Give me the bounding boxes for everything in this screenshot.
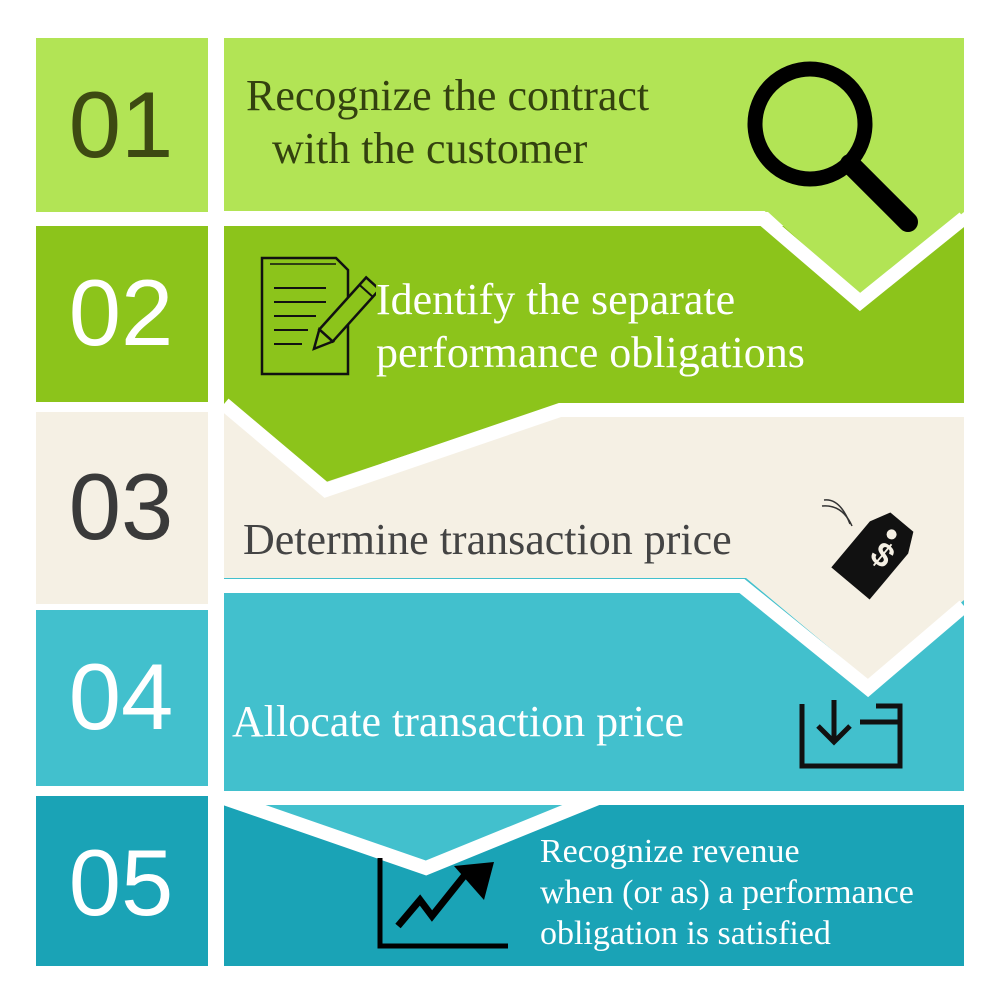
panel-band-3 — [224, 400, 964, 680]
step-2-line-1: Identify the separate — [376, 275, 736, 324]
number-band-1 — [36, 38, 208, 212]
panel-band-2-white-edge — [219, 398, 964, 498]
panel-band-1-white-edge — [224, 211, 969, 312]
step-text-2: Identify the separate performance obliga… — [376, 274, 805, 380]
step-text-4: Allocate transaction price — [232, 696, 684, 749]
step-1-line-1: Recognize the contract — [246, 71, 650, 120]
step-text-1: Recognize the contract with the customer — [246, 70, 649, 176]
magnifier-icon — [747, 61, 918, 232]
step-number-3: 03 — [68, 454, 174, 559]
panel-band-3-white-edge — [224, 579, 969, 698]
step-4-line-1: Allocate transaction price — [232, 697, 685, 746]
panel-band-1 — [224, 38, 964, 296]
growth-chart-icon — [377, 858, 508, 949]
step-5-line-3: obligation is satisfied — [540, 914, 831, 952]
step-5-line-2: when (or as) a performance — [540, 873, 914, 911]
number-band-2 — [36, 226, 208, 402]
step-text-3: Determine transaction price — [243, 514, 732, 567]
panel-band-2 — [224, 226, 964, 482]
number-band-5 — [36, 796, 208, 966]
download-tray-icon — [799, 700, 903, 769]
step-5-line-1: Recognize revenue — [540, 833, 800, 870]
step-number-5: 05 — [68, 830, 174, 935]
document-pencil-icon — [260, 256, 376, 376]
number-band-3 — [36, 412, 208, 604]
step-text-5: Recognize revenue when (or as) a perform… — [540, 832, 914, 954]
step-3-line-1: Determine transaction price — [243, 515, 732, 564]
step-number-4: 04 — [68, 644, 174, 749]
step-number-2: 02 — [68, 260, 174, 365]
step-number-1: 01 — [68, 72, 174, 177]
price-tag-icon: $ — [820, 496, 930, 606]
panel-band-4-white-edge — [221, 791, 964, 876]
step-2-line-2: performance obligations — [376, 327, 805, 377]
step-1-line-2: with the customer — [272, 123, 588, 173]
number-band-4 — [36, 610, 208, 786]
